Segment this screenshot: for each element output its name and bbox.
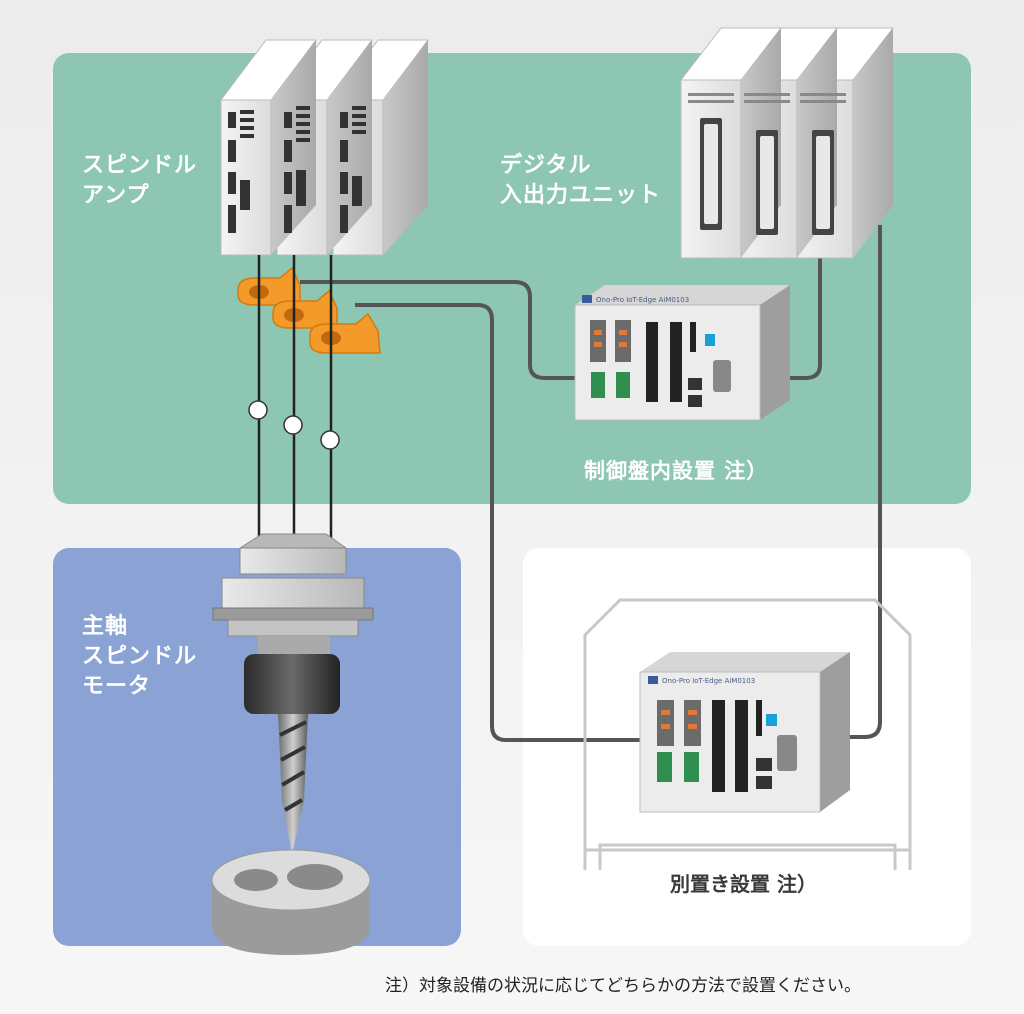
cables	[300, 225, 882, 742]
edge-device-separate: Ono-Pro IoT-Edge AiM0103	[639, 652, 850, 813]
device-title-1: Ono-Pro IoT-Edge AiM0103	[596, 296, 689, 304]
cable-io-to-device-2	[850, 225, 882, 739]
cable-sensor-to-device-1	[300, 280, 575, 380]
current-sensors	[237, 266, 381, 354]
device-title-2: Ono-Pro IoT-Edge AiM0103	[662, 677, 755, 685]
cable-io-to-device-1	[785, 255, 822, 380]
motor-wires	[248, 255, 340, 540]
spindle-motor-label: 主軸 スピンドル モータ	[82, 614, 198, 699]
spindle-amp-modules	[220, 39, 429, 256]
separate-enclosure	[583, 598, 912, 870]
digital-io-label: デジタル 入出力ユニット	[500, 153, 662, 208]
in-panel-label: 制御盤内設置 注）	[584, 459, 769, 483]
digital-io-modules	[679, 27, 895, 259]
cable-sensor-to-device-2	[355, 303, 640, 742]
spindle-motor	[211, 533, 374, 955]
spindle-amp-label: スピンドル アンプ	[82, 153, 198, 208]
separate-label: 別置き設置 注）	[670, 872, 817, 896]
current-sensor-1	[237, 266, 301, 306]
footnote: 注）対象設備の状況に応じてどちらかの方法で設置ください。	[385, 976, 861, 996]
edge-device-panel: Ono-Pro IoT-Edge AiM0103	[574, 285, 790, 421]
